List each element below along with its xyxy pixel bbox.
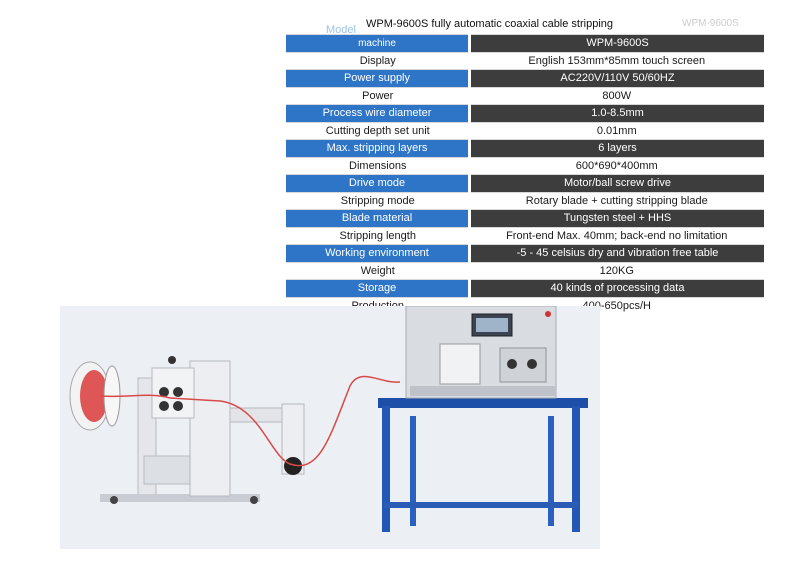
spec-key: Stripping length xyxy=(286,226,470,245)
spec-key: Max. stripping layers xyxy=(286,139,471,157)
spec-value: English 153mm*85mm touch screen xyxy=(469,51,764,70)
spec-key: Working environment xyxy=(286,244,471,262)
spec-header: Model WPM-9600S fully automatic coaxial … xyxy=(286,18,761,36)
spec-value: Rotary blade + cutting stripping blade xyxy=(469,191,764,210)
workbench xyxy=(378,398,588,532)
spec-key: Dimensions xyxy=(286,156,470,175)
spec-key: Stripping mode xyxy=(286,191,470,210)
spec-value: 0.01mm xyxy=(469,121,764,140)
spec-value: Front-end Max. 40mm; back-end no limitat… xyxy=(469,226,764,245)
spec-value: 1.0-8.5mm xyxy=(469,104,764,122)
spec-value: 800W xyxy=(469,86,764,105)
spec-value: -5 - 45 celsius dry and vibration free t… xyxy=(469,244,764,262)
machine-illustration xyxy=(69,306,588,532)
spec-value: 6 layers xyxy=(469,139,764,157)
spec-value: 120KG xyxy=(469,261,764,280)
spec-key: Power xyxy=(286,86,470,105)
spec-key: Cutting depth set unit xyxy=(286,121,470,140)
spec-key: Power supply xyxy=(286,69,471,87)
spec-row: Working environment-5 - 45 celsius dry a… xyxy=(286,244,764,262)
spec-key: machine xyxy=(286,34,471,52)
spec-key: Blade material xyxy=(286,209,471,227)
spec-sheet: Model WPM-9600S fully automatic coaxial … xyxy=(286,18,764,314)
spec-value: Tungsten steel + HHS xyxy=(469,209,764,227)
spec-value: WPM-9600S xyxy=(469,34,764,52)
cable-path xyxy=(99,375,401,467)
spec-key: Process wire diameter xyxy=(286,104,471,122)
spec-key: Display xyxy=(286,51,470,70)
spec-value: Motor/ball screw drive xyxy=(469,174,764,192)
spec-key: Storage xyxy=(286,279,471,297)
spec-title: WPM-9600S fully automatic coaxial cable … xyxy=(366,18,614,30)
spec-value: 600*690*400mm xyxy=(469,156,764,175)
spec-key: Drive mode xyxy=(286,174,471,192)
spec-value: 40 kinds of processing data xyxy=(469,279,764,297)
stripping-machine xyxy=(405,306,557,399)
ghost-model-value: WPM-9600S xyxy=(682,18,739,29)
spec-key: Weight xyxy=(286,261,470,280)
machine-photo xyxy=(60,306,600,549)
spec-value: AC220V/110V 50/60HZ xyxy=(469,69,764,87)
ghost-model-label: Model xyxy=(326,24,356,36)
